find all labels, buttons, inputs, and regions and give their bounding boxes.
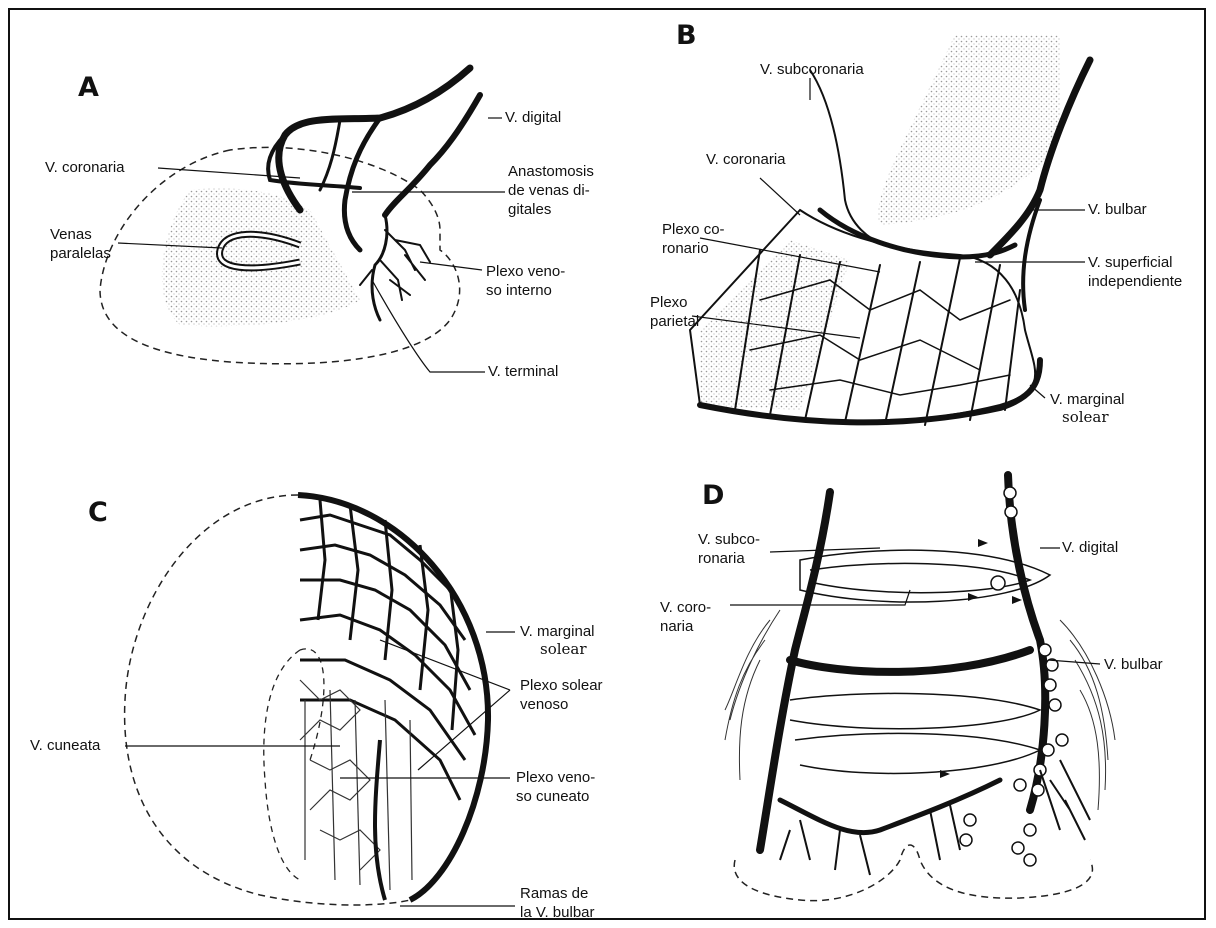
label-a-v-digital: V. digital: [505, 108, 561, 127]
panel-c-solear-plexus: [300, 500, 475, 800]
panel-d-drawing: [725, 475, 1115, 901]
label-c-ramas-bulbar: Ramas de la V. bulbar: [520, 884, 595, 922]
panel-d-branches: [780, 760, 1090, 875]
panel-a-drawing: [100, 68, 480, 364]
panel-d-coronary-rings: [790, 550, 1050, 773]
panel-c-sole-outline: [125, 495, 410, 905]
label-c-solear: solear: [540, 640, 587, 659]
panel-c-cuneate-vein: [375, 740, 385, 900]
label-b-plexo-coronario: Plexo co- ronario: [662, 220, 725, 258]
panel-c-drawing: [125, 495, 488, 905]
label-c-plexo-solear: Plexo solear venoso: [520, 676, 603, 714]
label-d-v-subcoronaria: V. subco- ronaria: [698, 530, 760, 568]
label-b-plexo-parietal: Plexo parietal: [650, 293, 699, 331]
label-d-v-digital: V. digital: [1062, 538, 1118, 557]
panel-c-cuneate-plexus: [300, 680, 412, 890]
label-a-v-terminal: V. terminal: [488, 362, 558, 381]
panel-b-pastern-stipple: [878, 35, 1060, 225]
panel-d-digital-veins: [760, 475, 1045, 850]
label-a-plexo-venoso-interno: Plexo veno- so interno: [486, 262, 565, 300]
label-b-v-bulbar: V. bulbar: [1088, 200, 1147, 219]
label-d-v-bulbar: V. bulbar: [1104, 655, 1163, 674]
panel-letter-c: C: [88, 497, 108, 528]
label-c-v-marginal: V. marginal: [520, 622, 595, 641]
panel-a-stipple: [162, 188, 360, 326]
label-a-venas-paralelas: Venas paralelas: [50, 225, 111, 263]
label-b-v-superficial: V. superficial independiente: [1088, 253, 1182, 291]
label-d-v-coronaria: V. coro- naria: [660, 598, 711, 636]
label-a-v-coronaria: V. coronaria: [45, 158, 125, 177]
panel-c-marginal-vein: [298, 495, 488, 900]
panel-b-drawing: [690, 35, 1090, 425]
label-c-plexo-cuneato: Plexo veno- so cuneato: [516, 768, 595, 806]
panel-c-frog-outline: [264, 649, 324, 880]
panel-letter-d: D: [702, 480, 724, 511]
panel-letter-a: A: [78, 72, 99, 103]
label-b-solear: solear: [1062, 408, 1109, 427]
label-b-v-subcoronaria: V. subcoronaria: [760, 60, 864, 79]
panel-d-outline: [734, 845, 1092, 901]
panel-letter-b: B: [676, 20, 697, 51]
label-b-v-marginal: V. marginal: [1050, 390, 1125, 409]
label-c-v-cuneata: V. cuneata: [30, 736, 100, 755]
label-b-v-coronaria: V. coronaria: [706, 150, 786, 169]
label-a-anastomosis: Anastomosis de venas di- gitales: [508, 162, 594, 219]
